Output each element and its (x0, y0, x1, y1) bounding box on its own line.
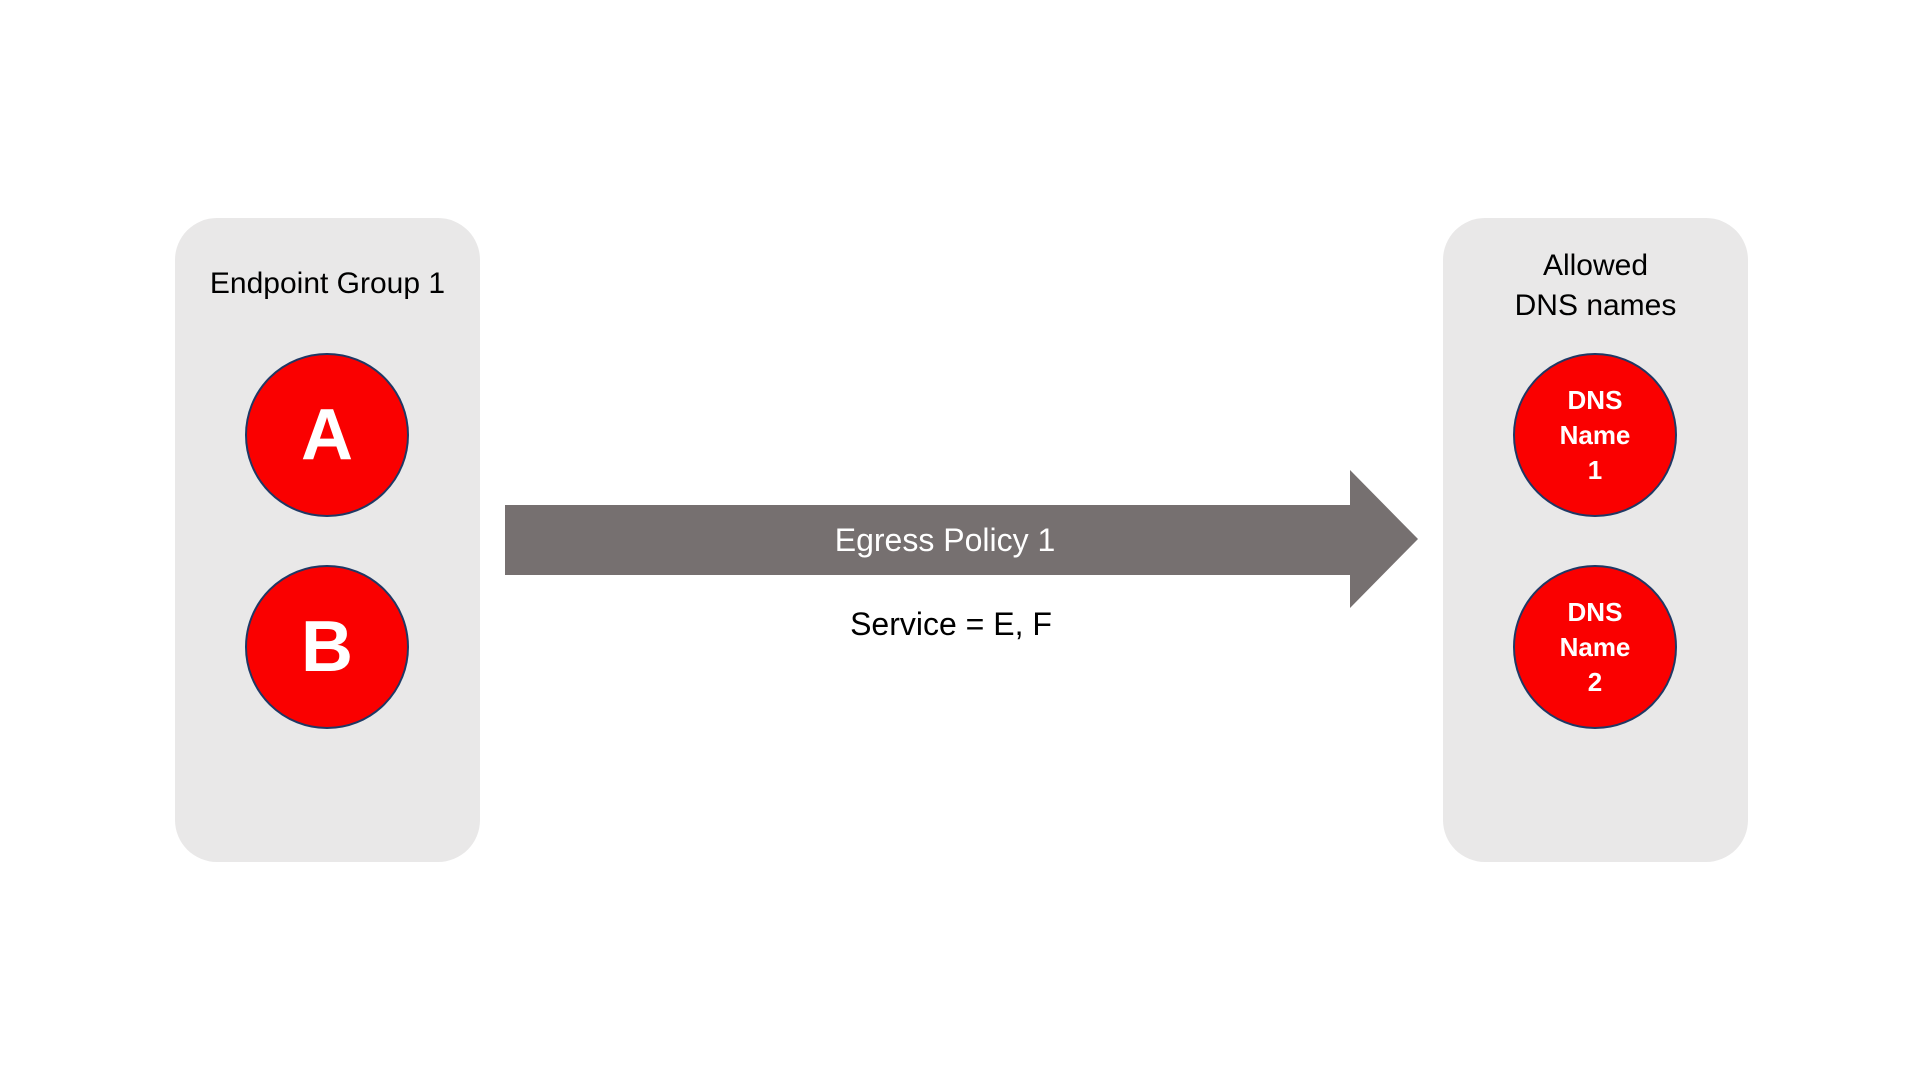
allowed-dns-title-line1: Allowed (1542, 249, 1649, 282)
dns-name-2-label: DNS Name 2 (1559, 596, 1631, 697)
endpoint-node-b: B (245, 565, 409, 729)
endpoint-node-b-label: B (301, 607, 353, 687)
egress-policy-arrow: Egress Policy 1 (505, 470, 1418, 608)
endpoint-group-title: Endpoint Group 1 (209, 267, 446, 300)
endpoint-group-box: Endpoint Group 1 A B (175, 218, 480, 862)
dns-name-1-node: DNS Name 1 (1513, 353, 1677, 517)
endpoint-node-a: A (245, 353, 409, 517)
allowed-dns-title-line2: DNS names (1514, 289, 1677, 322)
arrow-shaft (505, 505, 1350, 575)
dns-name-1-label: DNS Name 1 (1559, 384, 1631, 485)
allowed-dns-box: Allowed DNS names DNS Name 1 DNS Name 2 (1443, 218, 1748, 862)
dns-name-2-node: DNS Name 2 (1513, 565, 1677, 729)
egress-policy-label: Egress Policy 1 (834, 521, 1056, 558)
endpoint-node-a-label: A (301, 395, 353, 475)
service-caption: Service = E, F (850, 606, 1052, 642)
allowed-dns-title: Allowed DNS names (1443, 246, 1748, 326)
arrow-head-icon (1350, 470, 1418, 608)
